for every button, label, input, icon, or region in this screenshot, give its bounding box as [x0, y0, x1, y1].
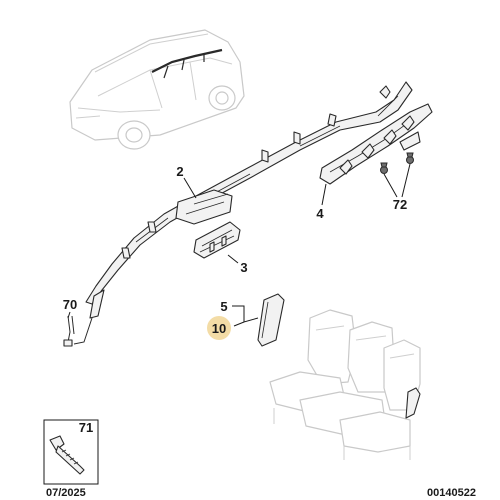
- bracket-part-4: [319, 103, 433, 185]
- bracket-part-3: [193, 221, 241, 259]
- callout-71: 71: [79, 420, 93, 435]
- callout-5: 5: [220, 299, 227, 314]
- callout-2: 2: [176, 164, 183, 179]
- callout-3: 3: [240, 260, 247, 275]
- footer-diagram-number: 00140522: [427, 487, 476, 499]
- callout-4: 4: [316, 206, 324, 221]
- side-airbag: [257, 293, 285, 347]
- callout-72: 72: [393, 197, 407, 212]
- curtain-airbag: [85, 81, 413, 319]
- wiring-part-70: [63, 315, 93, 347]
- footer-date: 07/2025: [46, 487, 86, 499]
- callout-70: 70: [63, 297, 77, 312]
- leader-lines: [67, 163, 411, 327]
- callout-10-highlight: [207, 316, 231, 340]
- inset-part-71: [43, 419, 99, 485]
- callout-10: 10: [212, 321, 226, 336]
- fastener-72: [380, 152, 414, 174]
- rear-seat-illustration: [269, 309, 421, 460]
- vehicle-illustration: [69, 29, 245, 150]
